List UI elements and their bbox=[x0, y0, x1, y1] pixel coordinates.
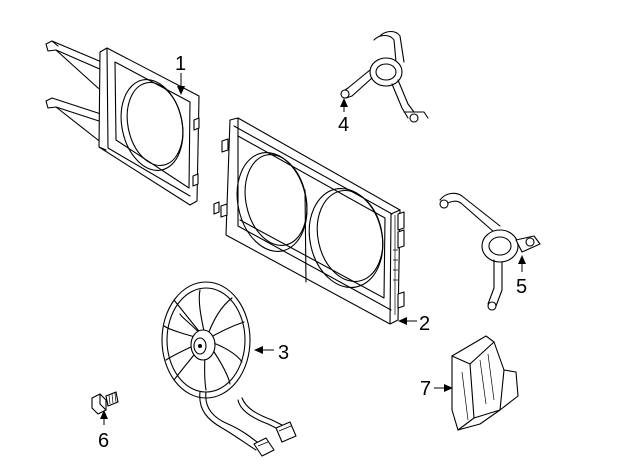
callout-3-arrow bbox=[254, 346, 263, 354]
part-6-bolt bbox=[91, 391, 119, 415]
callout-6: 6 bbox=[98, 410, 109, 452]
callout-4-label: 4 bbox=[338, 114, 349, 136]
callout-4: 4 bbox=[338, 98, 349, 136]
callout-2-arrow bbox=[398, 317, 407, 325]
part-7-air-duct bbox=[451, 335, 519, 431]
callout-1-arrow bbox=[177, 86, 185, 95]
callout-6-arrow bbox=[100, 410, 108, 419]
callout-7-label: 7 bbox=[420, 378, 431, 400]
callout-5-label: 5 bbox=[516, 276, 527, 298]
callout-2-label: 2 bbox=[419, 313, 430, 335]
callout-5: 5 bbox=[516, 255, 527, 298]
part-3-cooling-fan bbox=[161, 281, 297, 457]
callout-3-label: 3 bbox=[278, 342, 289, 364]
callout-4-arrow bbox=[340, 98, 348, 107]
callout-6-label: 6 bbox=[98, 430, 109, 452]
callout-3: 3 bbox=[254, 342, 289, 364]
callout-7-arrow bbox=[444, 384, 453, 392]
callout-5-arrow bbox=[518, 255, 526, 264]
callout-7: 7 bbox=[420, 378, 453, 400]
part-5-bracket bbox=[439, 192, 541, 311]
part-1-fan-shroud bbox=[45, 40, 220, 215]
callout-1: 1 bbox=[175, 53, 186, 95]
part-4-bracket bbox=[340, 30, 429, 123]
part-2-dual-fan-shroud bbox=[220, 117, 405, 325]
callout-2: 2 bbox=[398, 313, 430, 335]
callout-1-label: 1 bbox=[175, 53, 186, 75]
